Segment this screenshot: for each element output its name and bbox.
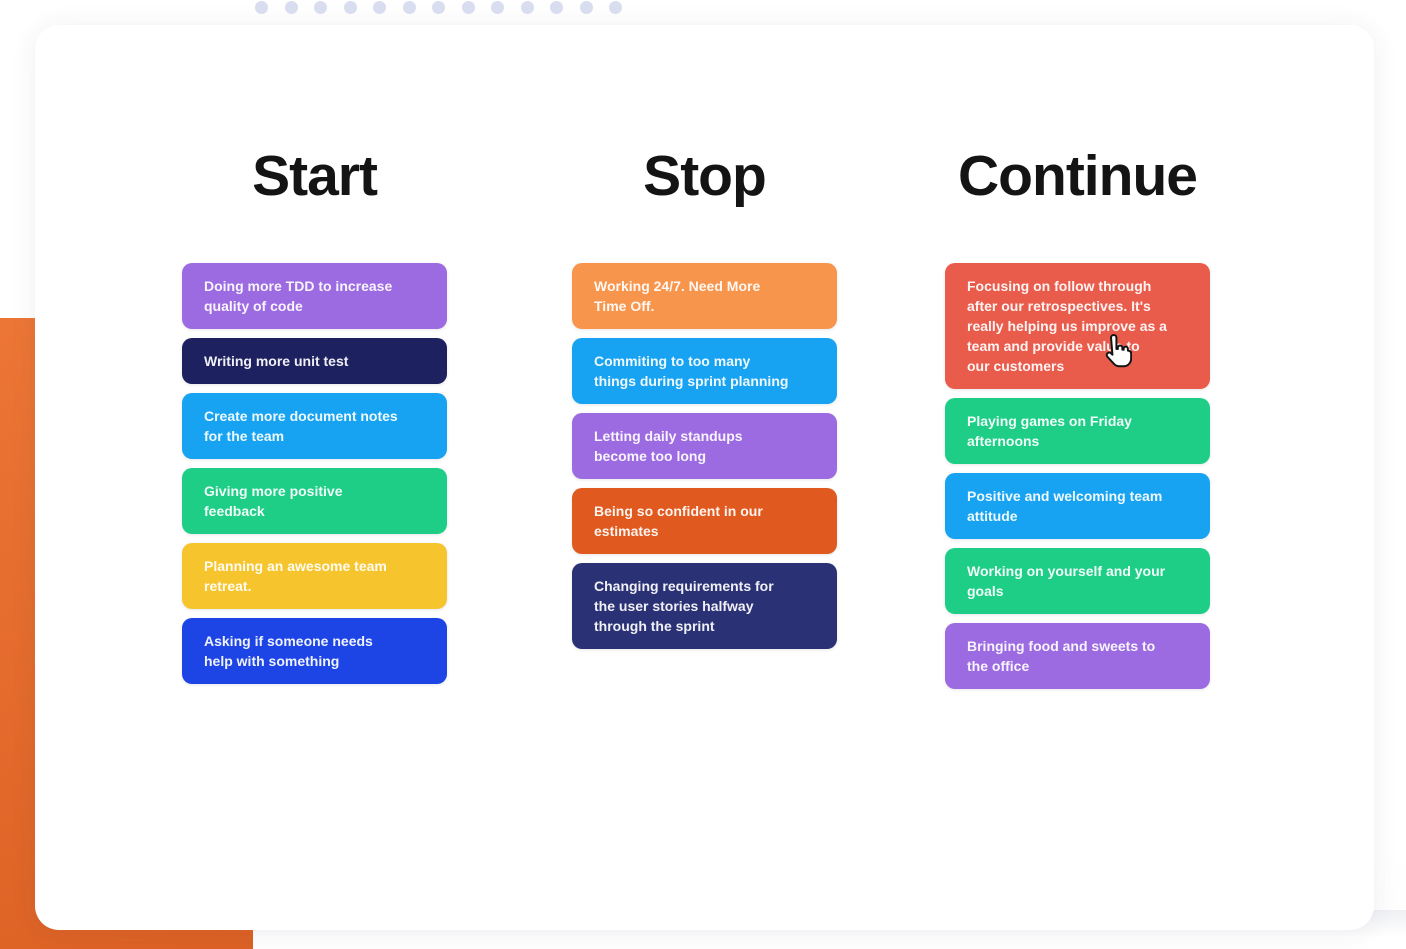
retro-note[interactable]: Create more document notes for the team bbox=[182, 393, 447, 459]
retro-note[interactable]: Writing more unit test bbox=[182, 338, 447, 384]
pager-dot[interactable] bbox=[550, 1, 563, 14]
pager-dot[interactable] bbox=[314, 1, 327, 14]
top-dots-strip bbox=[0, 0, 1406, 16]
retro-note[interactable]: Playing games on Friday afternoons bbox=[945, 398, 1210, 464]
retro-note[interactable]: Letting daily standups become too long bbox=[572, 413, 837, 479]
pager-dot[interactable] bbox=[461, 1, 475, 14]
pager-dot[interactable] bbox=[284, 1, 298, 14]
retro-note[interactable]: Positive and welcoming team attitude bbox=[945, 473, 1210, 539]
retro-note[interactable]: Asking if someone needs help with someth… bbox=[182, 618, 447, 684]
retro-note[interactable]: Giving more positive feedback bbox=[182, 468, 447, 534]
retro-note[interactable]: Working on yourself and your goals bbox=[945, 548, 1210, 614]
retro-note[interactable]: Commiting to too many things during spri… bbox=[572, 338, 837, 404]
pager-dot[interactable] bbox=[373, 1, 386, 14]
pager-dot[interactable] bbox=[609, 1, 622, 14]
retro-note[interactable]: Being so confident in our estimates bbox=[572, 488, 837, 554]
retro-note[interactable]: Changing requirements for the user stori… bbox=[572, 563, 837, 649]
retro-note[interactable]: Working 24/7. Need More Time Off. bbox=[572, 263, 837, 329]
column-title: Stop bbox=[643, 144, 767, 208]
column-title: Start bbox=[252, 144, 378, 208]
pager-dot[interactable] bbox=[491, 1, 504, 14]
pager-dot[interactable] bbox=[579, 1, 593, 14]
column-title: Continue bbox=[958, 144, 1198, 208]
retro-note[interactable]: Planning an awesome team retreat. bbox=[182, 543, 447, 609]
pager-dot[interactable] bbox=[520, 1, 534, 14]
pager-dot[interactable] bbox=[432, 1, 445, 14]
pager-dot[interactable] bbox=[343, 1, 357, 14]
pager-dot[interactable] bbox=[402, 1, 416, 14]
pager-dot[interactable] bbox=[255, 1, 268, 14]
retro-note[interactable]: Doing more TDD to increase quality of co… bbox=[182, 263, 447, 329]
retro-note[interactable]: Focusing on follow through after our ret… bbox=[945, 263, 1210, 389]
retro-note[interactable]: Bringing food and sweets to the office bbox=[945, 623, 1210, 689]
